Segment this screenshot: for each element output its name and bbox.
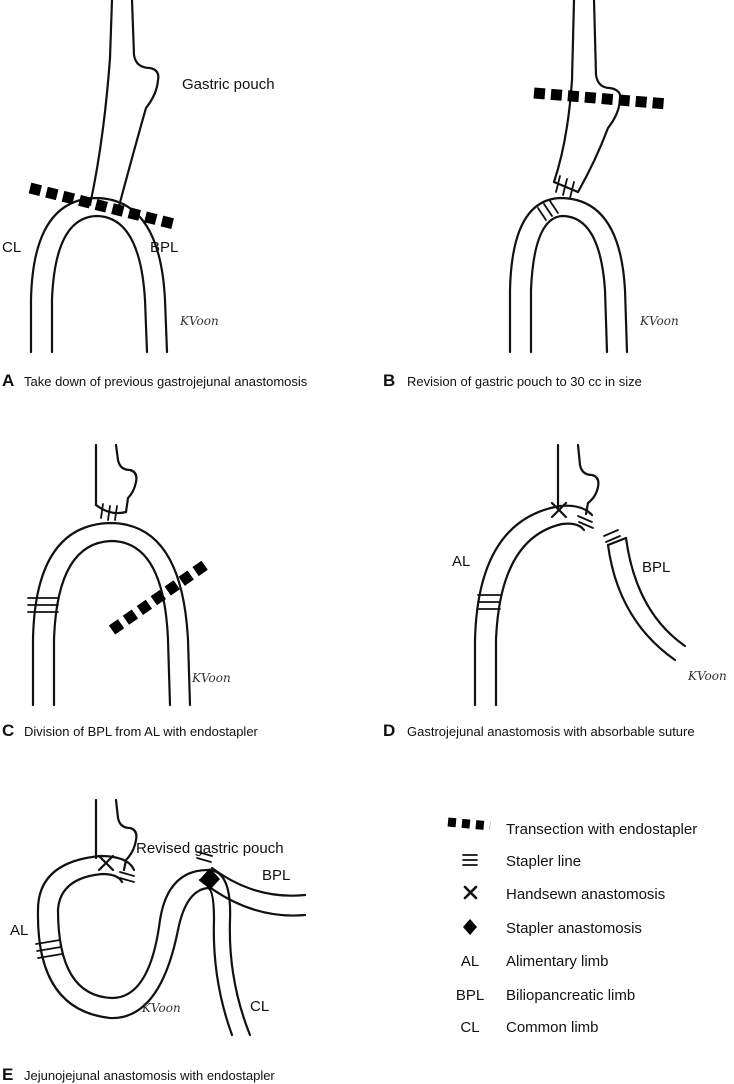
legend-item-cl: CL Common limb xyxy=(460,1019,598,1036)
legend-key: CL xyxy=(460,1019,479,1036)
gastric-pouch-label: Gastric pouch xyxy=(182,76,275,93)
stapler-line-d1 xyxy=(477,594,501,610)
legend-text: Biliopancreatic limb xyxy=(506,987,635,1004)
handsewn-anastomosis-e xyxy=(97,854,115,872)
legend-text: Stapler anastomosis xyxy=(506,920,642,937)
legend-text: Handsewn anastomosis xyxy=(506,886,665,903)
legend-item-stapler-anastomosis: Stapler anastomosis xyxy=(463,919,642,937)
panel-e-caption: Jejunojejunal anastomosis with endostapl… xyxy=(24,1068,275,1083)
panel-d-caption: Gastrojejunal anastomosis with absorbabl… xyxy=(407,724,695,739)
gastric-pouch-d xyxy=(556,443,600,516)
transection-line-b xyxy=(533,87,669,110)
handsewn-anastomosis-d xyxy=(550,501,568,519)
al-label-e: AL xyxy=(10,922,28,939)
transection-dashes-icon xyxy=(447,817,491,831)
stapler-anastomosis-e xyxy=(200,868,220,890)
transection-line-c xyxy=(108,560,209,635)
alimentary-limb-d xyxy=(473,504,594,707)
artist-signature-e: KVoon xyxy=(141,1001,181,1015)
legend-text: Transection with endostapler xyxy=(506,821,697,838)
stapler-line-c2 xyxy=(27,597,59,613)
biliopancreatic-limb-d xyxy=(606,536,687,662)
al-label-d: AL xyxy=(452,553,470,570)
stapler-line-d2 xyxy=(577,515,594,529)
stapler-line-e2 xyxy=(119,871,135,883)
gastric-pouch-a xyxy=(88,0,160,212)
panel-d: AL BPL KVoon D Gastrojejunal anastomosis… xyxy=(383,443,727,740)
panel-a-letter: A xyxy=(2,371,14,390)
panel-a-caption: Take down of previous gastrojejunal anas… xyxy=(24,374,308,389)
cl-label-a: CL xyxy=(2,239,21,256)
legend-item-handsewn: Handsewn anastomosis xyxy=(463,885,665,903)
artist-signature-c: KVoon xyxy=(191,671,231,685)
panel-e: Revised gastric pouch AL BPL CL KVoon E … xyxy=(2,798,307,1084)
artist-signature-a: KVoon xyxy=(179,314,219,328)
panel-a: Gastric pouch CL BPL KVoon A Take down o… xyxy=(2,0,308,390)
gastric-pouch-e xyxy=(94,798,138,872)
transection-line-a xyxy=(28,182,180,231)
stapler-line-icon xyxy=(462,854,478,866)
stapler-line-b2 xyxy=(537,200,559,221)
diamond-icon xyxy=(463,919,477,935)
legend-item-stapler-line: Stapler line xyxy=(462,853,581,870)
jejunal-loop-c xyxy=(31,521,192,707)
stapler-line-e3 xyxy=(196,851,213,863)
revised-pouch-label: Revised gastric pouch xyxy=(136,840,284,857)
artist-signature-d: KVoon xyxy=(687,669,727,683)
jejunal-loop-b xyxy=(508,196,629,354)
legend-text: Stapler line xyxy=(506,853,581,870)
panel-c-letter: C xyxy=(2,721,14,740)
panel-b-caption: Revision of gastric pouch to 30 cc in si… xyxy=(407,374,642,389)
artist-signature-b: KVoon xyxy=(639,314,679,328)
handsewn-x-icon xyxy=(463,885,478,900)
legend-key: BPL xyxy=(456,987,484,1004)
bpl-label-d: BPL xyxy=(642,559,670,576)
legend-item-transection: Transection with endostapler xyxy=(447,817,697,838)
bpl-label-e: BPL xyxy=(262,867,290,884)
legend-key: AL xyxy=(461,953,479,970)
stapler-line-e1 xyxy=(35,939,63,959)
gastric-pouch-c xyxy=(94,443,138,515)
legend-item-al: AL Alimentary limb xyxy=(461,953,609,970)
panel-e-letter: E xyxy=(2,1065,13,1084)
cl-label-e: CL xyxy=(250,998,269,1015)
alimentary-limb-e xyxy=(36,854,210,1020)
panel-b: KVoon B Revision of gastric pouch to 30 … xyxy=(383,0,679,390)
legend: Transection with endostapler Stapler lin… xyxy=(447,817,697,1036)
jejunal-loop-a xyxy=(29,196,169,354)
stapler-line-c1 xyxy=(100,503,118,521)
stapler-line-d3 xyxy=(603,529,621,543)
panel-c-caption: Division of BPL from AL with endostapler xyxy=(24,724,259,739)
legend-item-bpl: BPL Biliopancreatic limb xyxy=(456,987,635,1004)
panel-d-letter: D xyxy=(383,721,395,740)
panel-c: KVoon C Division of BPL from AL with end… xyxy=(2,443,259,740)
bpl-label-a: BPL xyxy=(150,239,178,256)
legend-text: Alimentary limb xyxy=(506,953,609,970)
stapler-line-b1 xyxy=(555,175,575,199)
legend-text: Common limb xyxy=(506,1019,599,1036)
common-limb-e xyxy=(206,868,252,1037)
panel-b-letter: B xyxy=(383,371,395,390)
